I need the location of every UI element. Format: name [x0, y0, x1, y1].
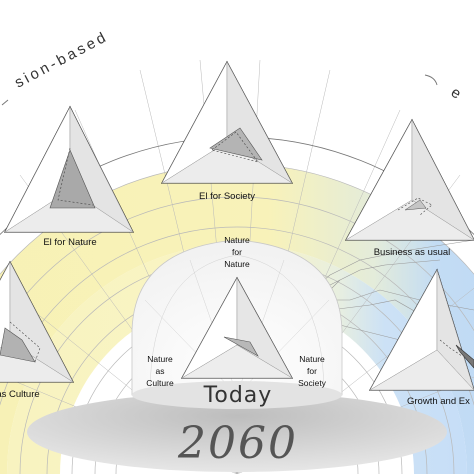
center-top-line3: Nature	[224, 259, 250, 269]
center-left-line1: Nature	[147, 354, 173, 364]
center-right-line3: Society	[298, 378, 327, 388]
label-el-for-society: El for Society	[199, 191, 255, 202]
triangle-el-for-nature	[4, 105, 134, 233]
future-floor	[27, 392, 447, 472]
center-right-line1: Nature	[299, 354, 325, 364]
future-year: 2060	[177, 418, 298, 469]
triangle-growth	[368, 268, 474, 391]
arc-title-right-text: e	[448, 84, 466, 104]
label-nature-as-culture: as Culture	[0, 389, 40, 400]
center-right-line2: for	[307, 366, 317, 376]
scenario-band	[0, 164, 474, 474]
triangle-business-as-usual	[344, 118, 474, 241]
today-label: Today	[203, 383, 273, 408]
triangle-el-for-society	[160, 60, 294, 184]
label-business-as-usual: Business as usual	[374, 247, 451, 258]
center-top-line2: for	[232, 247, 242, 257]
center-left-line2: as	[156, 366, 165, 376]
triangle-today	[180, 276, 294, 379]
center-right-label: Nature for Society	[298, 354, 327, 388]
triangle-nature-as-culture	[0, 260, 74, 383]
center-top-line1: Nature	[224, 235, 250, 245]
arc-title-left-text: sion-based	[12, 28, 111, 92]
label-el-for-nature: El for Nature	[43, 237, 96, 248]
center-left-label: Nature as Culture	[146, 354, 174, 388]
label-growth: Growth and Ex	[407, 396, 470, 407]
center-left-line3: Culture	[146, 378, 174, 388]
arc-title-left: sion-based	[1, 28, 111, 106]
arc-title-right: e	[424, 74, 466, 104]
center-top-label: Nature for Nature	[224, 235, 250, 269]
